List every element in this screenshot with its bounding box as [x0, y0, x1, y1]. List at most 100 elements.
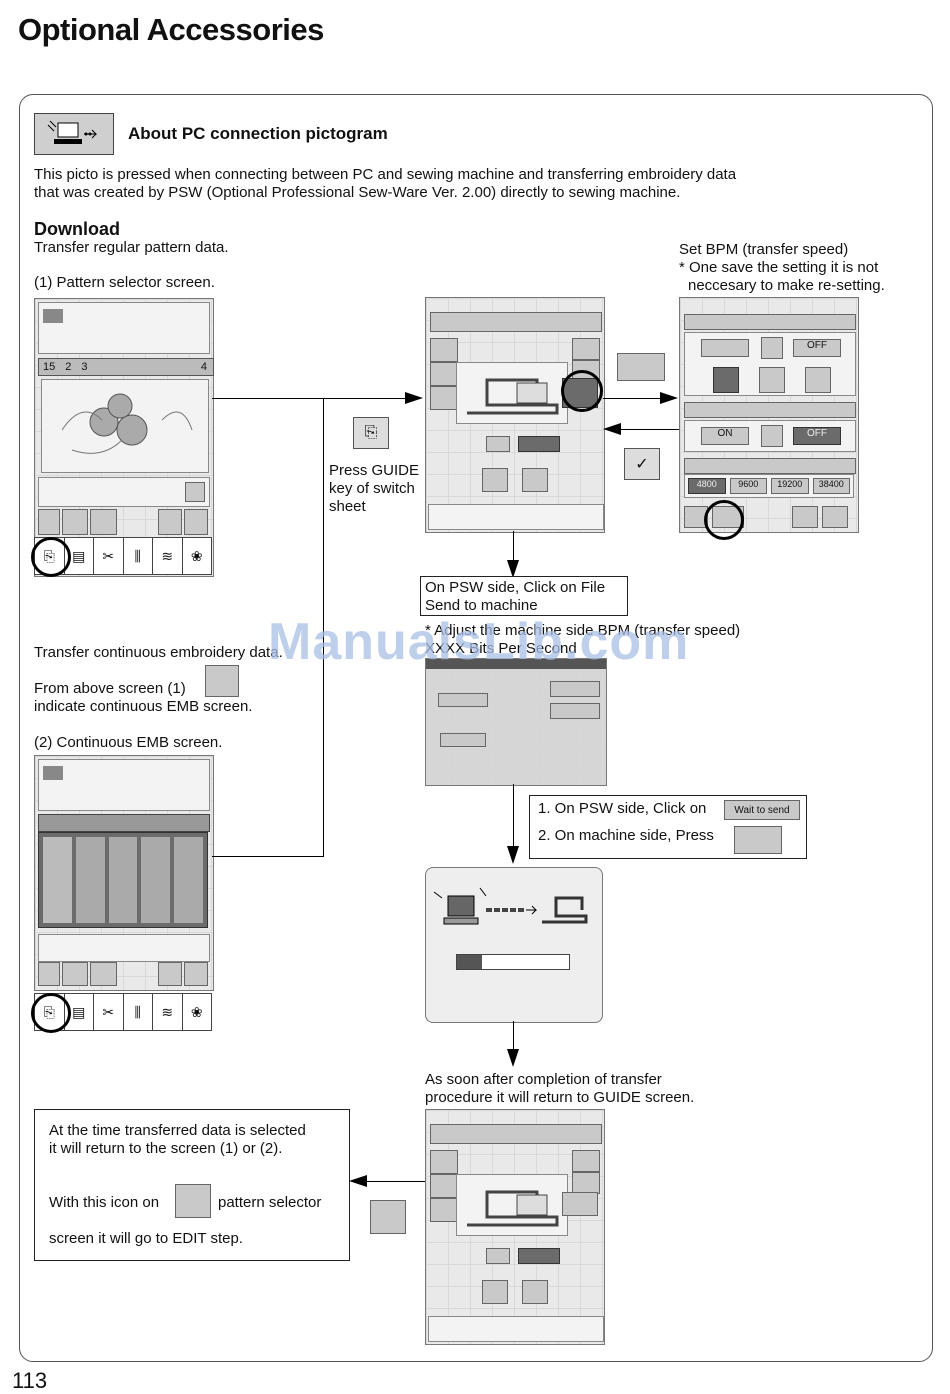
continuous-patterns[interactable] [38, 832, 208, 928]
speed-select[interactable] [440, 733, 486, 747]
step-psw: 1. On PSW side, Click on [538, 800, 707, 817]
pattern-key-icon[interactable]: ▤ [65, 994, 94, 1030]
bottom-button[interactable] [792, 506, 818, 528]
pattern-column[interactable] [174, 837, 203, 923]
guide-side-button[interactable] [430, 362, 458, 386]
edit-button-5[interactable] [183, 962, 208, 986]
info-line-3a: With this icon on [49, 1194, 160, 1211]
edit-button-1[interactable] [38, 962, 61, 986]
guide-side-button[interactable] [572, 1172, 600, 1194]
setting-toggle[interactable] [761, 425, 783, 447]
mode-button[interactable] [805, 367, 831, 393]
cancel-button[interactable] [550, 703, 600, 719]
edit-button-3[interactable] [90, 962, 117, 986]
pattern-column[interactable] [141, 837, 171, 923]
info-line-4: screen it will go to EDIT step. [49, 1230, 243, 1247]
off-button[interactable]: OFF [793, 427, 841, 445]
guide-button[interactable] [482, 468, 508, 492]
info-strip [38, 477, 210, 507]
off-button[interactable]: OFF [793, 339, 841, 357]
guide-side-button[interactable] [430, 1174, 458, 1198]
guide-side-button[interactable] [572, 1150, 600, 1172]
sew-key-icon[interactable]: ✂ [94, 538, 124, 574]
edit-buttons-2 [38, 962, 208, 986]
edit-button-4[interactable] [157, 962, 182, 986]
pattern-column[interactable] [108, 837, 138, 923]
guide-button[interactable] [518, 436, 560, 452]
highlight-circle [561, 370, 603, 412]
embroidery-key-icon[interactable]: ❀ [190, 1003, 203, 1020]
edit-button-1[interactable] [38, 509, 61, 535]
embroidery-key-icon[interactable]: ❀ [190, 547, 203, 564]
continuous-icon[interactable] [185, 482, 205, 502]
on-button[interactable]: ON [701, 427, 749, 445]
guide-button[interactable] [486, 436, 510, 452]
counter-mid: 2 [65, 361, 72, 373]
send-button[interactable] [550, 681, 600, 697]
step-machine: 2. On machine side, Press [538, 827, 714, 844]
arrow-left [349, 1175, 367, 1187]
setting-panel-2: ON OFF [684, 420, 856, 452]
guide-side-button[interactable] [572, 338, 600, 360]
setting-bar [684, 314, 856, 330]
bobbin-key-icon[interactable]: ≋ [153, 994, 183, 1030]
speed-option[interactable]: 19200 [771, 478, 809, 494]
guide-side-button[interactable] [430, 386, 458, 410]
arrow-down [507, 560, 519, 578]
ok-icon: ✓ [624, 448, 660, 480]
steps-box: 1. On PSW side, Click on Wait to send 2.… [529, 795, 807, 859]
pattern-column[interactable] [75, 837, 105, 923]
info-line-1: At the time transferred data is selected [49, 1122, 306, 1139]
thread-key-icon[interactable]: ⫼ [124, 538, 153, 574]
guide-side-button[interactable] [430, 1198, 458, 1222]
psw-line-1: On PSW side, Click on File [425, 579, 606, 596]
pattern-icon [370, 1200, 406, 1234]
bobbin-key-icon[interactable]: ≋ [153, 538, 183, 574]
guide-button[interactable] [482, 1280, 508, 1304]
edit-button-3[interactable] [90, 509, 117, 535]
mode-button[interactable] [713, 367, 739, 393]
connector-line [323, 398, 324, 856]
port-select[interactable] [438, 693, 488, 707]
highlight-circle [31, 537, 71, 577]
speed-option[interactable]: 9600 [729, 478, 767, 494]
connector-line [603, 398, 663, 399]
pc-connection-button[interactable] [430, 338, 458, 362]
edit-button-5[interactable] [183, 509, 208, 535]
bpm-setting-button[interactable] [562, 1192, 598, 1216]
pc-connection-button[interactable] [430, 1150, 458, 1174]
psw-instruction-box: On PSW side, Click on File Send to machi… [420, 576, 628, 616]
setting-bar [684, 402, 856, 418]
setting-toggle[interactable] [761, 337, 783, 359]
guide-top-bar [430, 1124, 602, 1144]
edit-button-2[interactable] [62, 962, 89, 986]
speed-option[interactable]: 38400 [812, 478, 850, 494]
thread-key-icon[interactable]: ⫼ [124, 994, 153, 1030]
edit-button-4[interactable] [157, 509, 182, 535]
machine-icon [43, 309, 63, 323]
embroidery-pattern-preview[interactable] [41, 379, 209, 473]
counter-right: 4 [200, 361, 207, 373]
intro-line-2: that was created by PSW (Optional Profes… [34, 184, 681, 201]
mode-button[interactable] [759, 367, 785, 393]
edit-buttons [38, 509, 208, 535]
bottom-button[interactable] [822, 506, 848, 528]
guide-button[interactable] [522, 1280, 548, 1304]
connector-line [513, 531, 514, 575]
speed-option[interactable]: 4800 [688, 478, 726, 494]
guide-button[interactable] [522, 468, 548, 492]
edit-button-2[interactable] [62, 509, 89, 535]
connector-line [212, 398, 408, 399]
intro-line-1: This picto is pressed when connecting be… [34, 166, 737, 183]
bpm-speed-icon [617, 353, 665, 381]
sew-key-icon[interactable]: ✂ [94, 994, 124, 1030]
setting-field[interactable] [701, 339, 749, 357]
continuous-text: Transfer continuous embroidery data. [34, 644, 283, 661]
guide-button[interactable] [518, 1248, 560, 1264]
continuous-emb-screen [34, 755, 214, 991]
content-frame [19, 94, 933, 1362]
info-box: At the time transferred data is selected… [34, 1109, 350, 1261]
guide-button[interactable] [486, 1248, 510, 1264]
pattern-column[interactable] [43, 837, 72, 923]
pattern-key-icon[interactable]: ▤ [65, 538, 94, 574]
